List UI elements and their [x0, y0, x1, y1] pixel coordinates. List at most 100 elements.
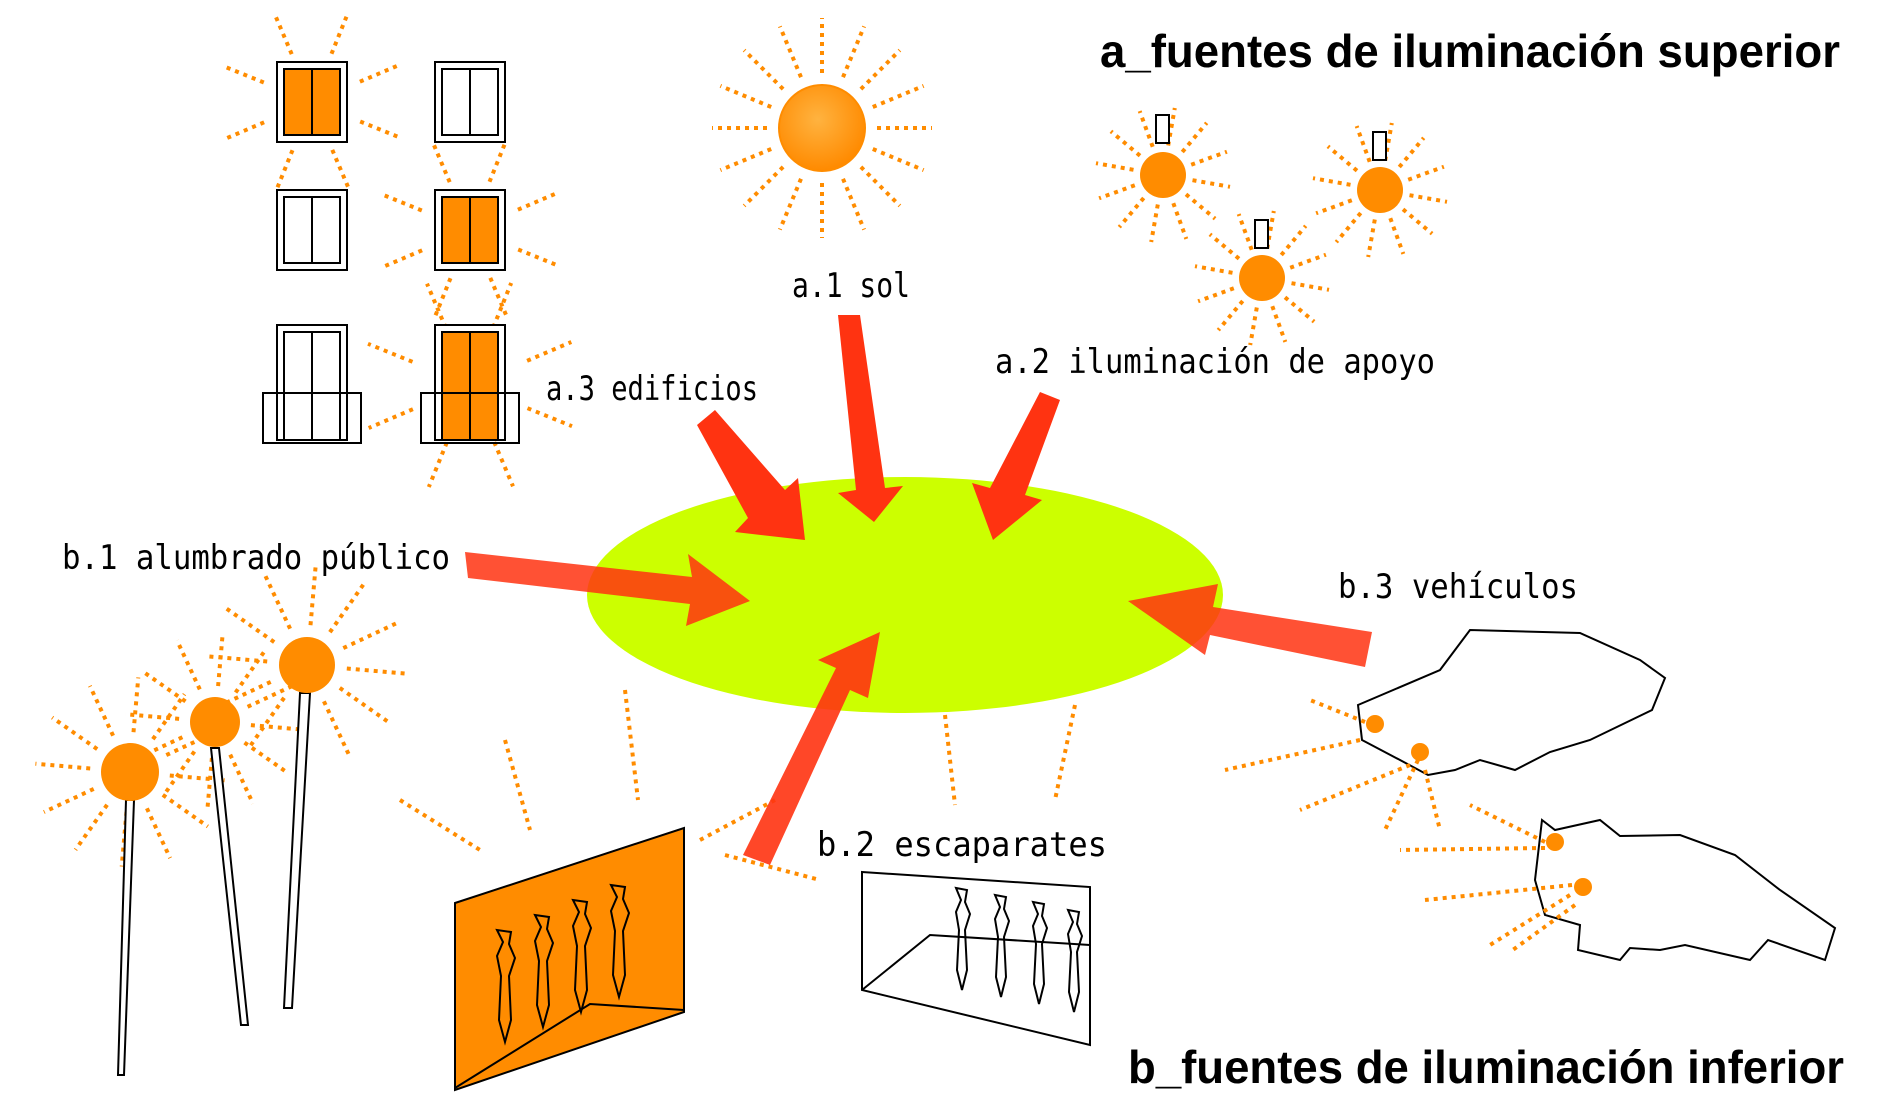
window-lit-1-icon — [223, 13, 401, 191]
light-ray — [367, 341, 414, 364]
headlight-rays — [1224, 698, 1577, 954]
light-ray — [1334, 211, 1363, 244]
light-ray — [872, 147, 925, 172]
light-ray — [330, 149, 351, 191]
light-ray — [1315, 198, 1353, 216]
label-a1-sol: a.1 sol — [792, 266, 910, 306]
light-ray — [1180, 121, 1209, 154]
arrow-from-vehicles — [1128, 584, 1372, 667]
light-ray — [132, 735, 184, 762]
light-ray — [1354, 125, 1372, 163]
light-ray — [1149, 204, 1160, 243]
light-ray — [223, 605, 276, 644]
light-ray — [431, 141, 452, 183]
light-ray — [1279, 224, 1308, 257]
light-ray — [488, 277, 509, 319]
light-ray — [1216, 299, 1245, 332]
light-ray — [517, 247, 559, 268]
light-ray — [1270, 305, 1288, 343]
light-ray — [859, 48, 902, 91]
arrow-from-street-lamps — [465, 552, 750, 626]
light-ray — [328, 581, 367, 634]
light-ray — [88, 685, 115, 737]
light-ray — [492, 441, 515, 488]
light-ray — [517, 191, 559, 212]
light-ray — [1407, 164, 1445, 182]
street-lamp-3-icon — [207, 565, 407, 1009]
vehicle-2-icon — [1533, 818, 1837, 962]
light-ray — [381, 192, 423, 213]
street-lamps — [35, 565, 407, 1076]
window-lit-2-icon — [381, 141, 559, 319]
label-a3-edificios: a.3 edificios — [546, 369, 758, 409]
light-ray — [1184, 192, 1217, 221]
light-ray — [1095, 161, 1134, 172]
light-ray — [1312, 176, 1351, 187]
light-ray — [1192, 178, 1231, 189]
light-ray — [207, 654, 268, 664]
light-ray — [338, 686, 391, 725]
light-ray — [308, 565, 318, 626]
light-ray — [342, 620, 399, 650]
arrow-from-escaparates — [743, 632, 880, 865]
light-ray — [51, 715, 99, 751]
light-ray — [43, 787, 95, 814]
light-ray — [1236, 213, 1254, 251]
light-ray — [1137, 110, 1155, 148]
light-ray — [487, 141, 508, 183]
light-ray — [1326, 144, 1359, 173]
light-ray — [228, 753, 255, 805]
vehicle-1-icon — [1356, 628, 1667, 777]
light-ray — [1208, 232, 1241, 261]
light-ray — [205, 757, 214, 812]
light-ray — [742, 165, 785, 208]
light-ray — [73, 803, 109, 851]
light-ray — [274, 149, 295, 191]
street-lamp-2-icon — [125, 632, 305, 1026]
light-ray — [859, 165, 902, 208]
light-ray — [359, 119, 401, 140]
light-ray — [140, 668, 187, 704]
support-lights — [1095, 107, 1448, 346]
light-ray — [426, 441, 449, 488]
light-ray — [1409, 193, 1448, 204]
ground-rays — [398, 689, 1077, 882]
window-dark-1-icon — [434, 61, 506, 143]
light-ray — [778, 178, 803, 231]
light-ray — [1283, 295, 1316, 324]
light-ray — [346, 666, 407, 676]
title-bottom: b_fuentes de iluminación inferior — [1128, 1041, 1844, 1093]
light-ray — [1190, 149, 1228, 167]
title-top: a_fuentes de iluminación superior — [1100, 25, 1840, 77]
support-light-2-icon — [1312, 122, 1448, 258]
window-dark-2-icon — [276, 189, 348, 271]
light-ray — [247, 696, 286, 749]
light-ray — [262, 573, 292, 630]
illuminated-ground-area — [587, 477, 1223, 713]
light-ray — [1117, 196, 1146, 229]
light-ray — [125, 712, 180, 721]
light-ray — [215, 680, 272, 710]
light-ray — [273, 13, 294, 55]
light-ray — [1401, 207, 1434, 236]
sun-icon — [712, 18, 932, 238]
shop-window-lit-icon — [454, 826, 685, 1092]
light-ray — [1291, 281, 1330, 292]
light-ray — [250, 723, 305, 732]
light-ray — [841, 178, 866, 231]
light-ray — [223, 120, 265, 141]
light-ray — [1197, 286, 1235, 304]
light-ray — [322, 700, 352, 757]
light-ray — [243, 740, 290, 776]
light-ray — [432, 277, 453, 319]
shop-window-dark-icon — [861, 870, 1091, 1047]
light-ray — [872, 84, 925, 109]
light-ray — [778, 25, 803, 78]
light-ray — [719, 147, 772, 172]
label-a2-apoyo: a.2 iluminación de apoyo — [995, 342, 1435, 382]
light-ray — [719, 84, 772, 109]
light-ray — [1109, 129, 1142, 158]
balcony-dark-icon — [262, 324, 362, 444]
light-ray — [1166, 107, 1177, 146]
